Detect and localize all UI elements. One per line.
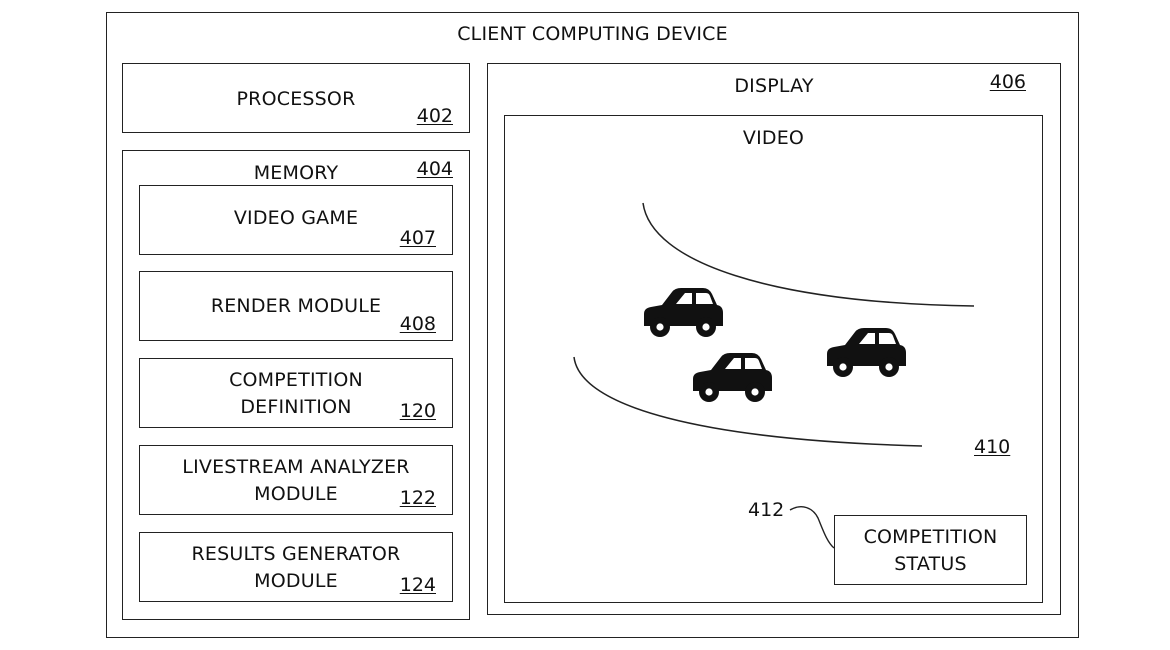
module-label-line1: COMPETITION xyxy=(229,369,363,391)
status-label-line2: STATUS xyxy=(894,553,967,575)
module-ref: 408 xyxy=(399,313,436,335)
module-label: VIDEO GAME xyxy=(233,207,359,229)
memory-ref: 404 xyxy=(416,158,453,180)
module-label-line1: RESULTS GENERATOR xyxy=(191,543,401,565)
device-title: CLIENT COMPUTING DEVICE xyxy=(457,23,728,45)
competition-status-box: COMPETITION STATUS xyxy=(834,515,1027,585)
display-label: DISPLAY xyxy=(734,75,814,97)
module-ref: 407 xyxy=(399,227,436,249)
module-ref: 122 xyxy=(399,487,436,509)
processor-ref: 402 xyxy=(416,105,453,127)
livestream-analyzer-module: LIVESTREAM ANALYZER MODULE 122 xyxy=(139,445,453,515)
module-ref: 124 xyxy=(399,574,436,596)
module-label: RENDER MODULE xyxy=(210,295,382,317)
results-generator-module: RESULTS GENERATOR MODULE 124 xyxy=(139,532,453,602)
memory-label: MEMORY xyxy=(253,162,339,184)
render-module: RENDER MODULE 408 xyxy=(139,271,453,341)
competition-status-ref: 412 xyxy=(748,499,785,521)
module-label-line1: LIVESTREAM ANALYZER xyxy=(182,456,410,478)
video-game-module: VIDEO GAME 407 xyxy=(139,185,453,255)
module-ref: 120 xyxy=(399,400,436,422)
module-label-line2: MODULE xyxy=(254,483,338,505)
scene-ref: 410 xyxy=(974,436,1011,458)
module-label-line2: DEFINITION xyxy=(240,396,352,418)
status-label-line1: COMPETITION xyxy=(863,526,998,548)
competition-definition-module: COMPETITION DEFINITION 120 xyxy=(139,358,453,428)
processor-label: PROCESSOR xyxy=(236,88,356,110)
display-ref: 406 xyxy=(989,71,1026,93)
video-label: VIDEO xyxy=(742,127,805,149)
module-label-line2: MODULE xyxy=(254,570,338,592)
processor-box: PROCESSOR 402 xyxy=(122,63,470,133)
